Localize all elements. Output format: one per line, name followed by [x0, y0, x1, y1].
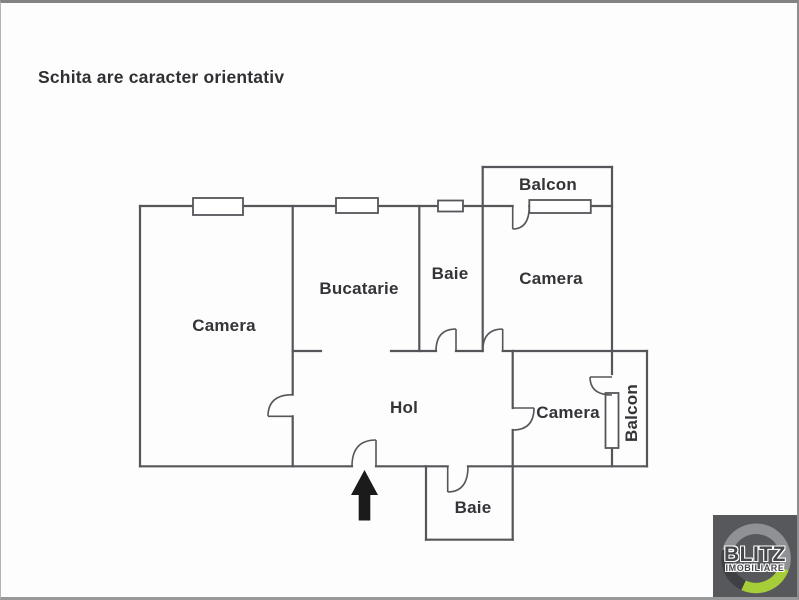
room-label-hol: Hol [390, 398, 418, 417]
walls [138, 165, 649, 541]
room-label-camera-left: Camera [192, 316, 256, 335]
door-arc [512, 407, 535, 431]
door-arc [446, 466, 469, 493]
window [335, 197, 379, 214]
logo-ring-icon [721, 523, 791, 594]
doors [267, 205, 613, 493]
room-label-bucatarie: Bucatarie [319, 279, 399, 298]
logo-tagline-text: IMOBILIARE [725, 563, 785, 573]
room-label-camera-top-right: Camera [519, 269, 583, 288]
logo-brand-text: BLITZ [724, 543, 786, 566]
floorplan-drawing [138, 165, 649, 541]
disclaimer-text: Schita are caracter orientativ [38, 67, 285, 87]
window [437, 199, 464, 213]
room-label-baie-top: Baie [431, 264, 469, 283]
door-arc [435, 328, 457, 352]
door-arc [511, 205, 531, 230]
room-label-balcon-right: Balcon [622, 384, 641, 442]
window [528, 199, 592, 214]
window [604, 392, 620, 449]
room-label-camera-right: Camera [536, 403, 600, 422]
door-arc [481, 328, 504, 352]
entrance-arrow-icon [351, 470, 378, 521]
door-arc [351, 439, 377, 467]
door-arc [267, 393, 293, 418]
room-label-balcon-top: Balcon [519, 175, 577, 194]
window [192, 197, 244, 216]
door-arc [589, 376, 613, 396]
agency-logo: BLITZ IMOBILIARE [713, 515, 797, 597]
room-label-baie-bottom: Baie [454, 498, 492, 517]
